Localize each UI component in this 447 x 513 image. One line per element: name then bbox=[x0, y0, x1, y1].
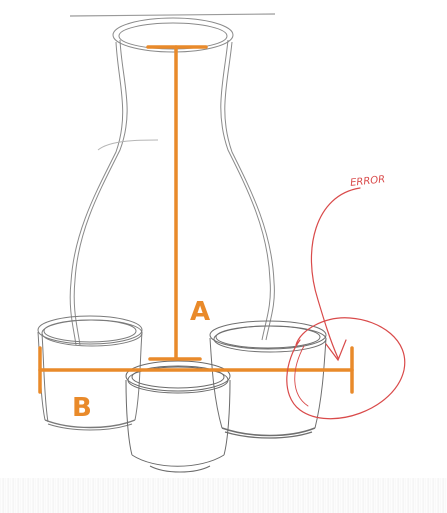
measure-b-label: B bbox=[72, 393, 92, 423]
top-guide-line bbox=[69, 13, 276, 17]
error-annotation bbox=[286, 187, 406, 420]
center-cup-sketch bbox=[125, 360, 231, 473]
measure-a-label: A bbox=[190, 297, 210, 327]
error-arrow-curve bbox=[310, 187, 361, 359]
sake-bottle-sketch bbox=[69, 17, 275, 346]
error-note: ERROR bbox=[350, 174, 386, 189]
error-arrow-head bbox=[325, 339, 347, 362]
measure-a-line bbox=[146, 45, 208, 361]
scan-noise-strip bbox=[0, 478, 447, 513]
left-cup-sketch bbox=[37, 315, 143, 431]
measure-b-line bbox=[38, 346, 354, 394]
error-circle bbox=[286, 317, 406, 420]
right-cup-sketch bbox=[209, 320, 327, 439]
